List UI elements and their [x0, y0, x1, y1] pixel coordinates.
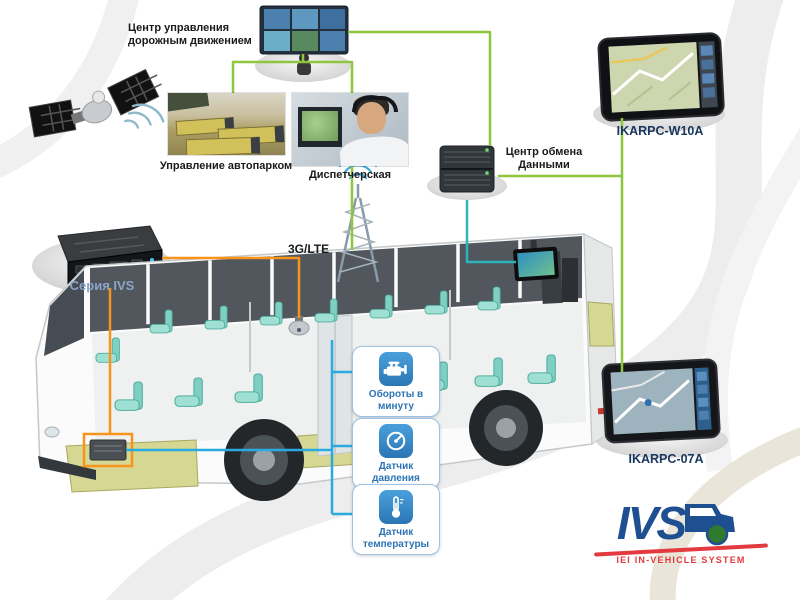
- tablet-w10a-label: IKARPC-W10A: [616, 124, 704, 138]
- ivs-brand-logo: IVS IEI IN-VEHICLE SYSTEM: [588, 494, 774, 565]
- dispatcher-label: Диспетчерская: [308, 169, 392, 181]
- fleet-management-label: Управление автопарком: [159, 160, 293, 172]
- pressure-sensor-card: Датчик давления: [352, 418, 440, 489]
- engine-icon: [379, 352, 413, 386]
- thermometer-icon: [379, 490, 413, 524]
- blue-sensor-lines: [126, 340, 352, 516]
- fleet-management-photo: [168, 93, 285, 155]
- onboard-device: [82, 432, 134, 468]
- truck-logo-icon: [685, 504, 736, 546]
- rpm-sensor-label: Обороты в минуту: [368, 389, 424, 412]
- tree-canopy: [168, 93, 210, 113]
- bus-display-monitor: [513, 239, 559, 282]
- tablet-07a-label: IKARPC-07A: [628, 452, 704, 466]
- gauge-icon: [379, 424, 413, 458]
- data-center-label: Центр обмена Данными: [505, 146, 583, 171]
- bus-illustration: [35, 233, 619, 501]
- network-3g-lte-label: 3G/LTE: [288, 242, 330, 256]
- headset-icon: [352, 96, 398, 112]
- ivs-series-label: Серия IVS: [69, 278, 135, 293]
- rpm-sensor-card: Обороты в минуту: [352, 346, 440, 417]
- logo-wordmark: IVS: [616, 497, 687, 550]
- dispatcher-photo: [292, 93, 408, 166]
- truck-shape: [185, 136, 261, 155]
- traffic-control-center-illustration: [259, 5, 349, 75]
- green-network-lines: [231, 30, 624, 372]
- teal-line-to-bus-display: [465, 200, 516, 264]
- tablet-07a: [601, 358, 721, 444]
- pressure-sensor-label: Датчик давления: [372, 461, 420, 484]
- dispatcher-screen-map: [302, 111, 338, 141]
- logo-subtitle: IEI IN-VEHICLE SYSTEM: [616, 555, 746, 565]
- tablet-w10a: [597, 32, 725, 122]
- satellite-icon: [28, 68, 165, 138]
- temperature-sensor-card: Датчик температуры: [352, 484, 440, 555]
- traffic-center-label: Центр управления дорожным движением: [128, 22, 252, 47]
- data-center-server-icon: [439, 145, 495, 193]
- temperature-sensor-label: Датчик температуры: [362, 527, 430, 550]
- dispatcher-person: [338, 134, 408, 166]
